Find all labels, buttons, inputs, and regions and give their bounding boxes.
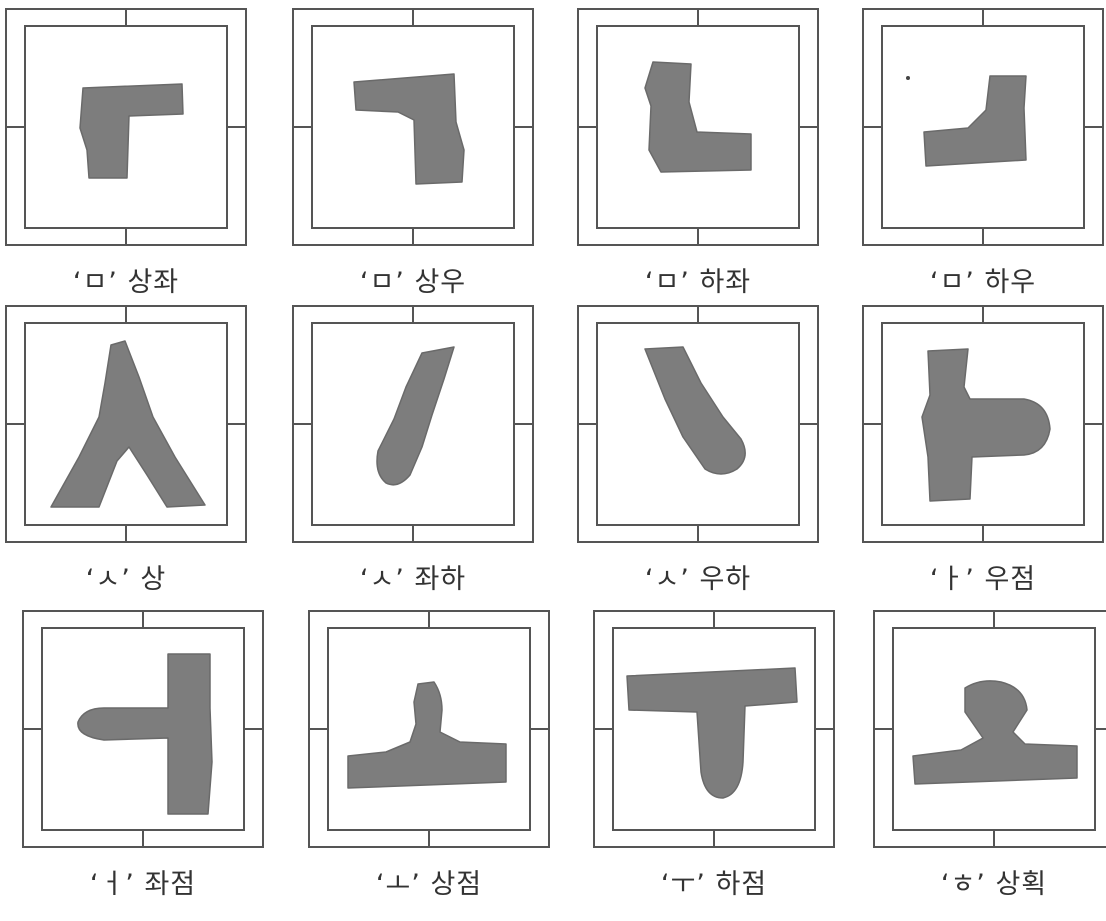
panel-caption: ‘ㅎ’ 상획: [873, 862, 1106, 901]
panel-caption: ‘ㅜ’ 하점: [593, 862, 835, 901]
panel-frame: [862, 8, 1104, 246]
panel-siot-left-bottom: ‘ㅅ’ 좌하: [292, 305, 542, 605]
stroke-shape: [924, 76, 1026, 166]
panel-mieum-top-left: ‘ㅁ’ 상좌: [5, 8, 255, 308]
panel-caption: ‘ㅁ’ 하우: [862, 260, 1104, 299]
panel-drawing: [579, 307, 817, 541]
panel-caption: ‘ㅓ’ 좌점: [22, 862, 264, 901]
panel-frame: [308, 610, 550, 848]
panel-mieum-top-right: ‘ㅁ’ 상우: [292, 8, 542, 308]
panel-drawing: [595, 612, 833, 846]
panel-hieut-top-stroke: ‘ㅎ’ 상획: [873, 610, 1106, 910]
panel-drawing: [864, 307, 1102, 541]
stroke-shape: [348, 682, 506, 788]
panel-a-right-dot: ‘ㅏ’ 우점: [862, 305, 1106, 605]
panel-caption: ‘ㅁ’ 상우: [292, 260, 534, 299]
panel-siot-top: ‘ㅅ’ 상: [5, 305, 255, 605]
panel-frame: [5, 305, 247, 543]
panel-o-top-dot: ‘ㅗ’ 상점: [308, 610, 558, 910]
stroke-shape: [645, 347, 745, 474]
stroke-shape: [78, 654, 212, 814]
panel-drawing: [294, 307, 532, 541]
panel-frame: [22, 610, 264, 848]
panel-caption: ‘ㅅ’ 우하: [577, 557, 819, 596]
panel-u-bottom-dot: ‘ㅜ’ 하점: [593, 610, 843, 910]
stroke-shape: [627, 668, 797, 798]
panel-frame: [292, 8, 534, 246]
panel-caption: ‘ㅅ’ 좌하: [292, 557, 534, 596]
panel-eo-left-dot: ‘ㅓ’ 좌점: [22, 610, 272, 910]
panel-caption: ‘ㅅ’ 상: [5, 557, 247, 596]
inner-border: [312, 26, 514, 228]
panel-caption: ‘ㅏ’ 우점: [862, 557, 1104, 596]
panel-frame: [5, 8, 247, 246]
panel-drawing: [875, 612, 1106, 846]
panel-frame: [292, 305, 534, 543]
panel-drawing: [24, 612, 262, 846]
panel-mieum-bottom-right: ‘ㅁ’ 하우: [862, 8, 1106, 308]
panel-frame: [593, 610, 835, 848]
panel-drawing: [7, 10, 245, 244]
stroke-shape: [51, 341, 205, 507]
panel-drawing: [7, 307, 245, 541]
panel-drawing: [579, 10, 817, 244]
panel-drawing: [294, 10, 532, 244]
panel-mieum-bottom-left: ‘ㅁ’ 하좌: [577, 8, 827, 308]
stroke-shape: [377, 347, 454, 485]
panel-drawing: [864, 10, 1102, 244]
stroke-shape: [913, 681, 1077, 784]
panel-frame: [873, 610, 1106, 848]
stroke-shape: [80, 84, 183, 178]
panel-siot-right-bottom: ‘ㅅ’ 우하: [577, 305, 827, 605]
stroke-shape: [354, 74, 464, 184]
stroke-shape: [645, 62, 751, 172]
panel-caption: ‘ㅁ’ 상좌: [5, 260, 247, 299]
stroke-shape: [922, 349, 1050, 501]
panel-frame: [577, 8, 819, 246]
inner-border: [597, 26, 799, 228]
panel-caption: ‘ㅗ’ 상점: [308, 862, 550, 901]
panel-frame: [577, 305, 819, 543]
panel-caption: ‘ㅁ’ 하좌: [577, 260, 819, 299]
panel-drawing: [310, 612, 548, 846]
panel-frame: [862, 305, 1104, 543]
